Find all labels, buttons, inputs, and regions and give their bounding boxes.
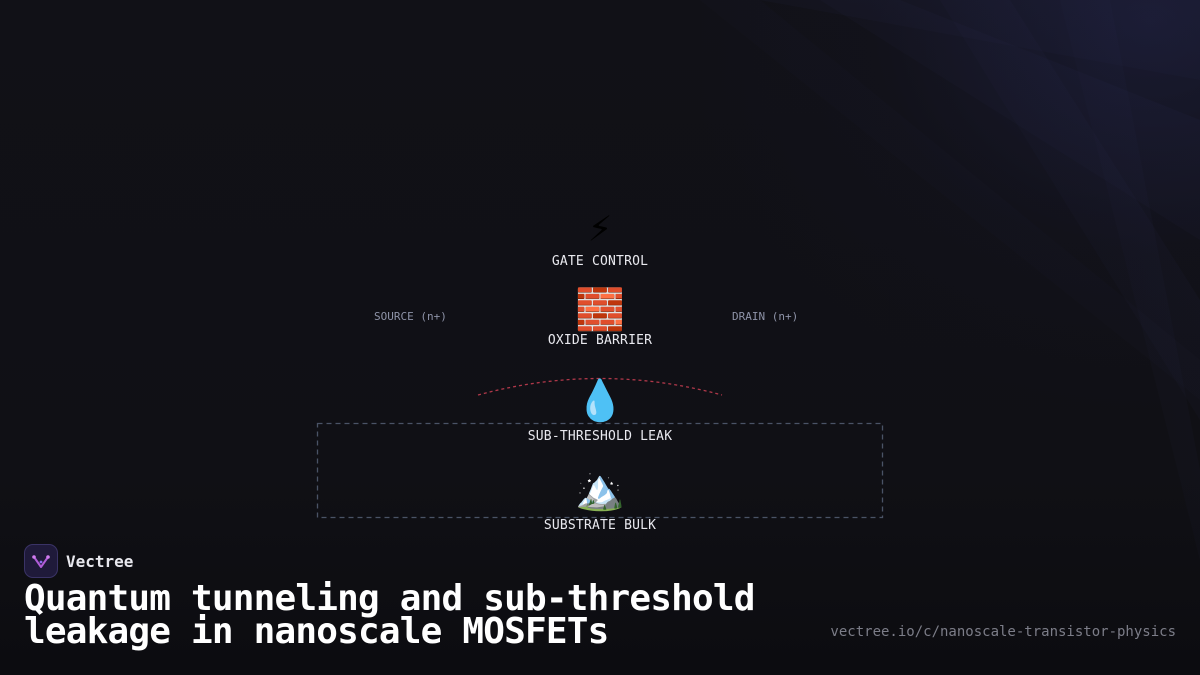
substrate-bulk-label: SUBSTRATE BULK [543, 518, 657, 533]
oxide-barrier-label: OXIDE BARRIER [547, 333, 653, 348]
brand: Vectree [24, 544, 133, 578]
mountain-icon: 🏔️ [575, 467, 625, 513]
lightning-icon: ⚡ [587, 205, 613, 251]
sub-threshold-leak-node: 💧 SUB-THRESHOLD LEAK [480, 381, 720, 444]
drain-terminal-label: DRAIN (n+) [732, 310, 799, 323]
headline-line-1: Quantum tunneling and sub-threshold [24, 578, 755, 619]
oxide-barrier-node: 🧱 OXIDE BARRIER [480, 290, 720, 348]
source-terminal-label: SOURCE (n+) [374, 310, 447, 323]
brick-wall-icon: 🧱 [575, 287, 625, 333]
gate-control-label: GATE CONTROL [551, 254, 649, 269]
droplet-icon: 💧 [575, 378, 625, 424]
brand-name: Vectree [66, 551, 134, 571]
substrate-bulk-node: 🏔️ SUBSTRATE BULK [480, 470, 720, 533]
headline-line-2: leakage in nanoscale MOSFETs [24, 611, 609, 652]
gate-control-node: ⚡ GATE CONTROL [480, 208, 720, 269]
headline: Quantum tunneling and sub-threshold leak… [24, 578, 844, 652]
vectree-logo-icon [24, 544, 58, 578]
sub-threshold-leak-label: SUB-THRESHOLD LEAK [527, 429, 673, 444]
course-url: vectree.io/c/nanoscale-transistor-physic… [830, 624, 1176, 640]
